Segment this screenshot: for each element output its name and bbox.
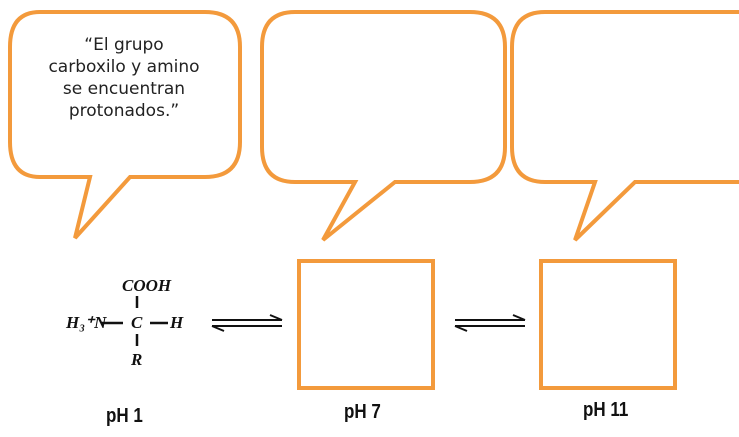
molecule-left-group: H₃⁺N — [66, 313, 107, 332]
bubble-1-line: “El grupo — [84, 35, 164, 55]
bubble-1-line: carboxilo y amino — [48, 57, 200, 77]
speech-bubble-2 — [260, 10, 507, 242]
molecule-bottom-group: R — [131, 350, 143, 369]
bubble-1-line: protonados.” — [68, 101, 180, 121]
speech-bubble-1 — [8, 10, 242, 240]
ph-label-7: pH 7 — [344, 401, 381, 423]
answer-box-ph11 — [539, 259, 677, 390]
bubble-1-line: se encuentran — [62, 79, 186, 99]
answer-box-ph7 — [297, 259, 435, 390]
equilibrium-arrows-1 — [211, 314, 283, 332]
molecule-right-group: H — [170, 313, 184, 332]
equilibrium-arrows-2 — [454, 314, 526, 332]
ph-label-11: pH 11 — [583, 399, 629, 421]
molecule-top-group: COOH — [122, 276, 172, 295]
molecule-bonds — [102, 296, 168, 346]
bubble-1-text: “El grupo carboxilo y amino se encuentra… — [34, 34, 214, 122]
ph-label-1: pH 1 — [106, 405, 143, 427]
molecule-center-atom: C — [131, 313, 143, 332]
speech-bubble-3 — [510, 10, 739, 242]
